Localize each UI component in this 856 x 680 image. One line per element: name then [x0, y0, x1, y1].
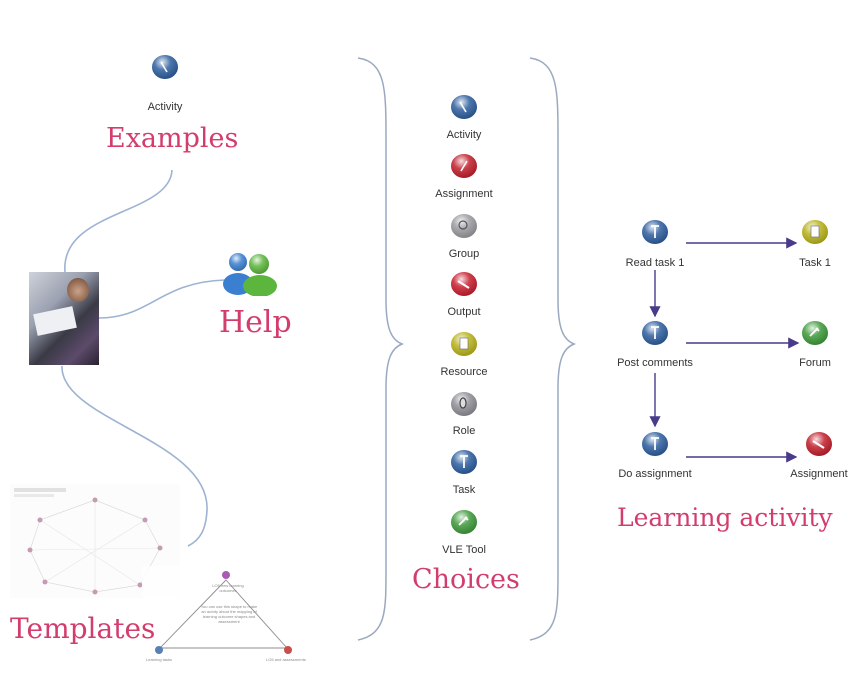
activity-arrows [649, 237, 800, 463]
help-heading: Help [219, 305, 292, 340]
activity-icon [150, 53, 180, 81]
forum-label: Forum [799, 357, 831, 369]
choice-output-icon[interactable] [449, 270, 479, 298]
choice-group-label: Group [448, 248, 480, 260]
choices-heading: Choices [412, 564, 520, 595]
template-top-node: LO5 new learning outcomes [212, 583, 244, 593]
choice-resource-icon[interactable] [449, 330, 479, 358]
templates-heading: Templates [10, 612, 156, 645]
choice-activity-icon[interactable] [449, 93, 479, 121]
post-comments-icon[interactable] [640, 319, 670, 347]
help-users-icon [222, 250, 278, 297]
do-assignment-label: Do assignment [618, 468, 692, 480]
do-assignment-icon[interactable] [640, 430, 670, 458]
template-bottom-left-node: Learning tasks [146, 657, 173, 662]
choice-output-label: Output [447, 306, 481, 318]
right-brace [529, 57, 577, 641]
read-task-1-icon[interactable] [640, 218, 670, 246]
activity-caption: Activity [147, 101, 183, 113]
choice-task-icon[interactable] [449, 448, 479, 476]
examples-heading: Examples [106, 123, 239, 154]
choice-assignment-label: Assignment [435, 188, 493, 200]
choice-resource-label: Resource [440, 366, 488, 378]
connector-templates [61, 365, 208, 547]
template-thumbnail-triangle [142, 566, 332, 666]
choice-assignment-icon[interactable] [449, 152, 479, 180]
assignment-label: Assignment [790, 468, 848, 480]
task-1-label: Task 1 [799, 257, 831, 269]
user-photo [29, 272, 99, 365]
choice-group-icon[interactable] [449, 212, 479, 240]
learning-activity-heading: Learning activity [617, 503, 833, 532]
template-center-text: You can use this shape to make an acivit… [200, 604, 258, 624]
read-task-1-label: Read task 1 [625, 257, 685, 269]
choice-task-label: Task [452, 484, 476, 496]
connector-examples [64, 169, 173, 273]
task-1-icon[interactable] [800, 218, 830, 246]
connector-help [98, 279, 226, 319]
choice-role-icon[interactable] [449, 390, 479, 418]
left-brace [357, 57, 405, 641]
template-bottom-right-node: LO5 and assessments [266, 657, 306, 662]
choice-vle-tool-icon[interactable] [449, 508, 479, 536]
forum-icon[interactable] [800, 319, 830, 347]
choice-activity-label: Activity [446, 129, 482, 141]
choice-role-label: Role [452, 425, 476, 437]
post-comments-label: Post comments [617, 357, 693, 369]
choice-vle-tool-label: VLE Tool [442, 544, 486, 556]
assignment-icon[interactable] [804, 430, 834, 458]
